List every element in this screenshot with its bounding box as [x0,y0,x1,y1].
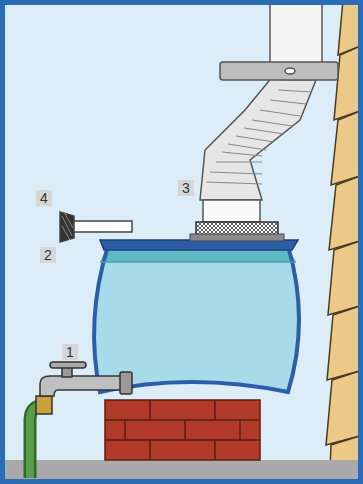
frame [3,3,361,482]
downspout [200,0,338,222]
overflow-pipe [60,212,132,242]
spigot-and-hose [30,362,132,478]
callout-number: 2 [40,247,56,263]
callout-number: 3 [178,180,194,196]
callout-number: 1 [62,344,78,360]
barrel [94,222,299,392]
callout-number: 4 [36,190,52,206]
brick-stand [105,400,260,460]
